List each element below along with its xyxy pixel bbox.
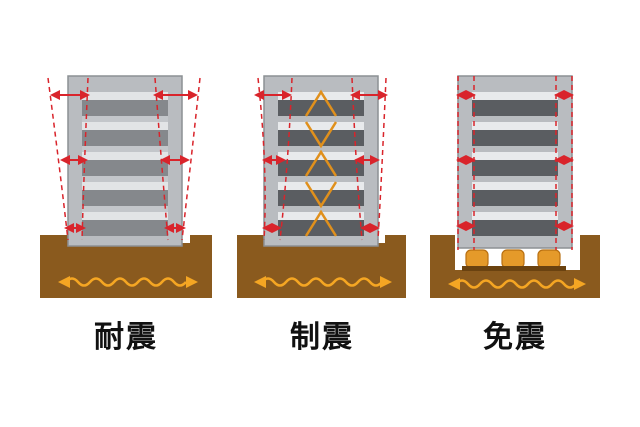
base-isolators <box>462 249 566 271</box>
ground-wave <box>254 276 392 288</box>
caption-taishin: 耐震 <box>94 320 158 355</box>
caption-menshin: 免震 <box>483 320 547 355</box>
ground-wave <box>58 276 198 288</box>
ground-block <box>430 235 600 298</box>
building-frame <box>457 75 573 249</box>
ground-block <box>237 235 406 298</box>
sway-arrows <box>456 90 574 231</box>
ground-block <box>40 235 212 298</box>
panel-seishin <box>237 75 406 298</box>
caption-seishin: 制震 <box>290 320 354 355</box>
ground-wave <box>448 278 586 290</box>
damper-braces <box>304 89 338 237</box>
sway-arrows <box>50 90 198 233</box>
panel-taishin <box>40 75 212 298</box>
panel-menshin <box>430 75 600 298</box>
sway-arrows <box>254 90 388 233</box>
